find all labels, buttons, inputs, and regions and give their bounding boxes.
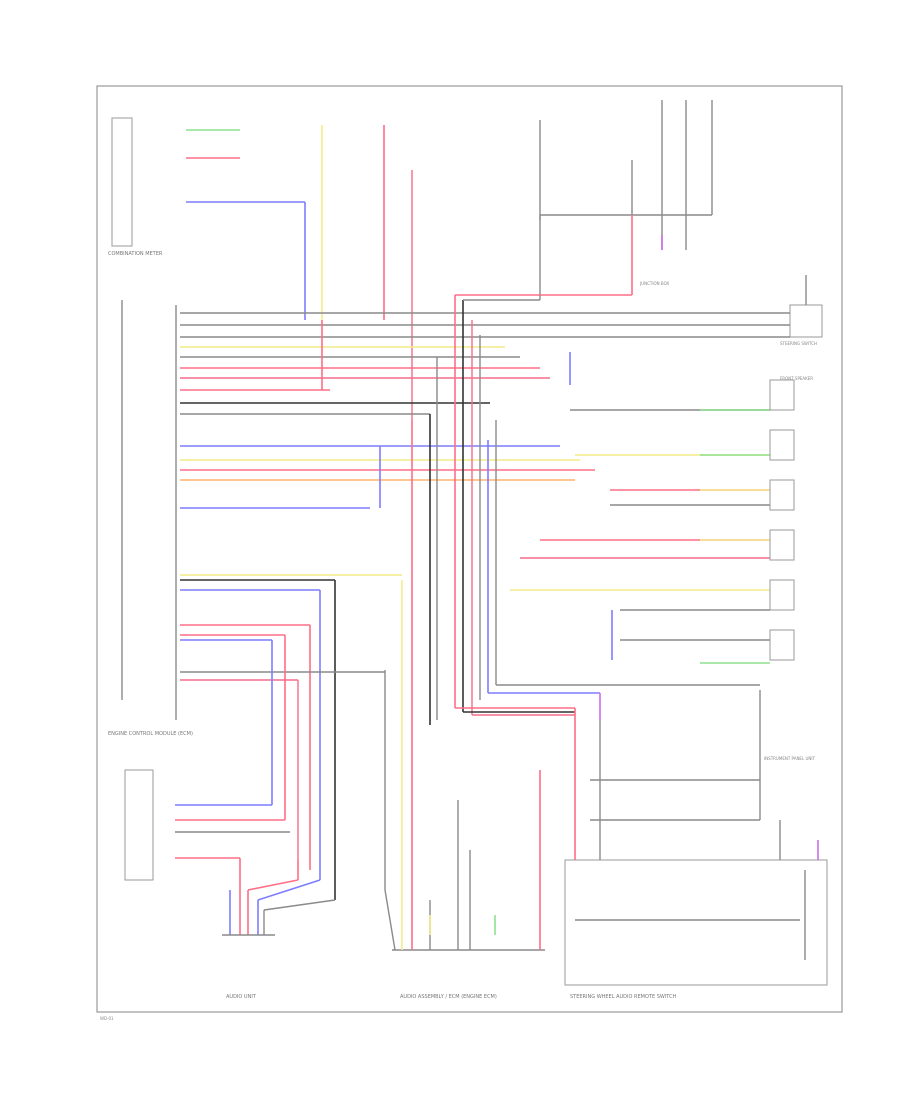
label-front-speaker: FRONT SPEAKER xyxy=(780,376,813,381)
label-steering-switch: STEERING WHEEL AUDIO REMOTE SWITCH xyxy=(570,994,677,1000)
bottom-center-block xyxy=(384,770,545,951)
right-antenna-module xyxy=(789,275,823,338)
label-top-left-module: COMBINATION METER xyxy=(108,251,163,257)
steering-switch-block xyxy=(564,690,828,986)
label-ecm: ENGINE CONTROL MODULE (ECM) xyxy=(108,731,193,737)
label-far-right-module: STEERING SWITCH xyxy=(780,341,817,346)
label-bottom-center: AUDIO ASSEMBLY / ECM (ENGINE ECM) xyxy=(400,994,497,1000)
top-left-module xyxy=(111,117,306,320)
audio-unit-block xyxy=(124,769,336,936)
left-bus xyxy=(121,300,177,720)
lower-left-harness xyxy=(180,574,402,900)
label-junction-box: JUNCTION BOX xyxy=(639,281,669,286)
mid-left-runs xyxy=(321,320,438,900)
top-right-switch-block xyxy=(539,100,713,295)
label-audio-unit: AUDIO UNIT xyxy=(226,994,257,1000)
top-drop-wires xyxy=(321,125,413,420)
label-footer: WD-01 xyxy=(100,1016,114,1021)
diagram-frame xyxy=(96,85,843,1013)
label-instrument-unit: INSTRUMENT PANEL UNIT xyxy=(764,756,816,761)
speaker-wiring xyxy=(510,352,795,664)
center-bundle xyxy=(454,294,760,860)
